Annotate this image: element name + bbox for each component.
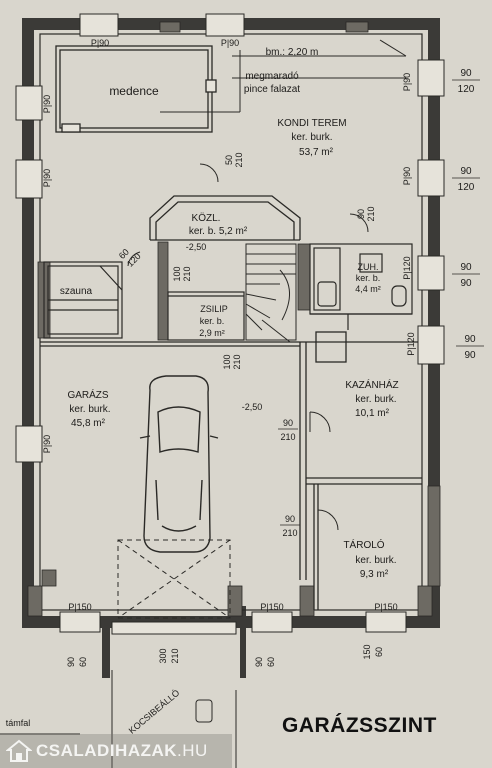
dim-door-kazan-w: 90: [283, 418, 293, 428]
dim-bottom-2-w: 300: [158, 648, 168, 663]
label-garazs-name: GARÁZS: [67, 388, 108, 401]
label-kazanhaz-floor: ker. burk.: [355, 394, 396, 405]
window-openings: [15, 13, 445, 635]
dim-bottom-4-w: 150: [362, 644, 372, 659]
parapet-right-1: P|90: [402, 73, 412, 91]
parapet-left-3: P|90: [42, 435, 52, 453]
parapet-right-3: P|120: [402, 256, 412, 279]
dim-door-tarolo-h: 210: [282, 528, 297, 538]
level-kozl: -2,50: [186, 242, 207, 252]
label-kazanhaz-name: KAZÁNHÁZ: [345, 378, 398, 391]
brand-watermark: CSALADIHAZAK.HU: [0, 734, 232, 768]
label-zsilip-area: 2,9 m²: [199, 328, 225, 338]
service-rooms-walls: [299, 331, 422, 610]
parapet-top-left: P|90: [91, 38, 109, 48]
label-zsilip-name: ZSILIP: [200, 304, 228, 314]
dim-door-kozl-w: 100: [172, 266, 182, 281]
label-pince-falazat: pince falazat: [244, 84, 300, 95]
dim-bottom-2-h: 210: [170, 648, 180, 663]
label-garazs-floor: ker. burk.: [69, 404, 110, 415]
dim-right-1-h: 120: [458, 84, 475, 95]
label-bm: bm.: 2,20 m: [266, 47, 319, 58]
label-zuh-floor: ker. b.: [356, 273, 381, 283]
parapet-left-1: P|90: [42, 95, 52, 113]
dim-door-tarolo-w: 90: [285, 514, 295, 524]
label-tarolo-floor: ker. burk.: [355, 555, 396, 566]
label-zsilip-floor: ker. b.: [200, 316, 225, 326]
label-kazanhaz-area: 10,1 m²: [355, 408, 390, 419]
dim-right-3-h: 90: [460, 278, 472, 289]
label-szauna: szauna: [60, 286, 93, 297]
dim-door-kazan-h: 210: [280, 432, 295, 442]
label-kozl-floor-area: ker. b. 5,2 m²: [189, 226, 248, 237]
dim-right-2-h: 120: [458, 182, 475, 193]
dim-bottom-3-h: 60: [266, 657, 276, 667]
label-zuh-name: ZUH.: [358, 262, 379, 272]
dim-bottom-3-w: 90: [254, 657, 264, 667]
staircase: [245, 243, 297, 343]
garage-entry-dashed: [117, 539, 231, 619]
car-outline: [139, 375, 219, 553]
label-kozl-name: KÖZL.: [192, 212, 221, 224]
dim-door-zuh-w: 90: [356, 209, 366, 219]
level-garazs: -2,50: [242, 402, 263, 412]
parapet-left-2: P|90: [42, 169, 52, 187]
dim-door-zsilip-w: 100: [222, 354, 232, 369]
label-kondi-name: KONDI TEREM: [277, 118, 346, 129]
sauna: [43, 261, 123, 339]
pince-falazat-lines: [160, 39, 407, 113]
label-kondi-floor: ker. burk.: [291, 132, 332, 143]
dim-right-2-w: 90: [460, 166, 472, 177]
dim-bottom-1-w: 90: [66, 657, 76, 667]
dim-right-4-w: 90: [464, 334, 476, 345]
label-medence: medence: [109, 84, 159, 98]
dim-door-kondi-w: 50: [224, 155, 234, 165]
label-kondi-area: 53,7 m²: [299, 147, 334, 158]
parapet-bottom-3: P|150: [374, 602, 397, 612]
label-garazs-area: 45,8 m²: [71, 418, 106, 429]
label-megmarado: megmaradó: [245, 71, 299, 82]
brand-name: CSALADIHAZAK.HU: [36, 741, 208, 760]
parapet-top-center: P|90: [221, 38, 239, 48]
label-tarolo-area: 9,3 m²: [360, 569, 389, 580]
carport-lines: [0, 670, 237, 768]
label-zuh-area: 4,4 m²: [355, 284, 381, 294]
label-tamfal: támfal: [6, 718, 31, 728]
pool: [55, 45, 217, 133]
parapet-right-4: P|120: [406, 332, 416, 355]
dim-right-3-w: 90: [460, 262, 472, 273]
dim-door-kondi-h: 210: [234, 152, 244, 167]
dim-right-4-h: 90: [464, 350, 476, 361]
dim-right-1-w: 90: [460, 68, 472, 79]
door-swings: [127, 163, 369, 531]
dim-door-zsilip-h: 210: [232, 354, 242, 369]
dim-door-zuh-h: 210: [366, 206, 376, 221]
dim-bottom-1-h: 60: [78, 657, 88, 667]
shower-room: [309, 243, 413, 330]
label-tarolo-name: TÁROLÓ: [343, 538, 384, 551]
floor-title: GARÁZSSZINT: [282, 714, 437, 737]
zsilip-walls: [167, 291, 245, 341]
parapet-right-2: P|90: [402, 167, 412, 185]
dim-bottom-4-h: 60: [374, 647, 384, 657]
dim-door-kozl-h: 210: [182, 266, 192, 281]
corridor-outline: [149, 195, 301, 241]
parapet-bottom-1: P|150: [68, 602, 91, 612]
house-logo-icon: [6, 739, 32, 762]
parapet-bottom-2: P|150: [260, 602, 283, 612]
